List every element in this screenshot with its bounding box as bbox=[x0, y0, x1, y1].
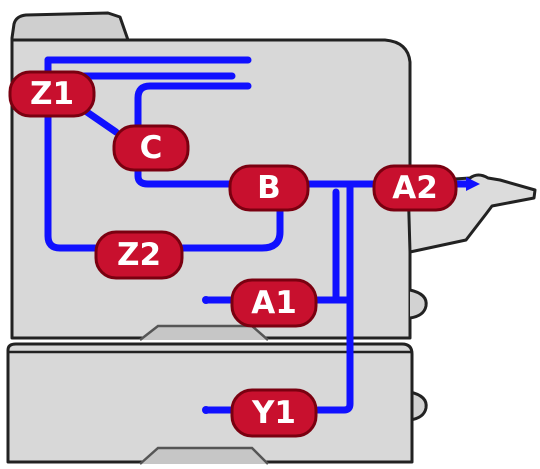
path-y1-start-dot bbox=[202, 406, 210, 414]
badge-a1: A1 bbox=[230, 278, 318, 328]
badge-y1-shape bbox=[230, 388, 318, 438]
upper-tray-handle bbox=[139, 324, 269, 341]
lower-paper-cassette bbox=[6, 342, 414, 464]
path-a1-start-dot bbox=[202, 296, 210, 304]
badge-b: B bbox=[228, 164, 310, 212]
badge-z1: Z1 bbox=[8, 70, 96, 118]
badge-y1: Y1 bbox=[230, 388, 318, 438]
badge-b-label: B bbox=[257, 170, 281, 206]
badge-z2-label: Z2 bbox=[117, 237, 161, 273]
arrow-to-tray-icon bbox=[466, 177, 480, 191]
badge-c: C bbox=[112, 124, 190, 172]
lower-tray-handle bbox=[139, 446, 269, 465]
path-vertical-trunk bbox=[314, 180, 354, 414]
badge-a2-shape bbox=[372, 164, 458, 212]
badge-c-shape bbox=[112, 124, 190, 172]
badge-b-shape bbox=[228, 164, 310, 212]
badge-a2: A2 bbox=[372, 164, 458, 212]
badge-c-label: C bbox=[140, 130, 163, 166]
badge-z2-shape bbox=[94, 230, 184, 280]
badge-y1-label: Y1 bbox=[251, 395, 296, 431]
badge-a1-label: A1 bbox=[251, 285, 297, 321]
path-z1-to-c bbox=[80, 106, 120, 136]
badge-a2-label: A2 bbox=[392, 170, 438, 206]
side-latch-lower bbox=[409, 390, 428, 422]
badge-z1-shape bbox=[8, 70, 96, 118]
badge-z1-label: Z1 bbox=[30, 76, 74, 112]
badge-a1-shape bbox=[230, 278, 318, 328]
badge-z2: Z2 bbox=[94, 230, 184, 280]
side-latch-upper bbox=[409, 288, 428, 320]
